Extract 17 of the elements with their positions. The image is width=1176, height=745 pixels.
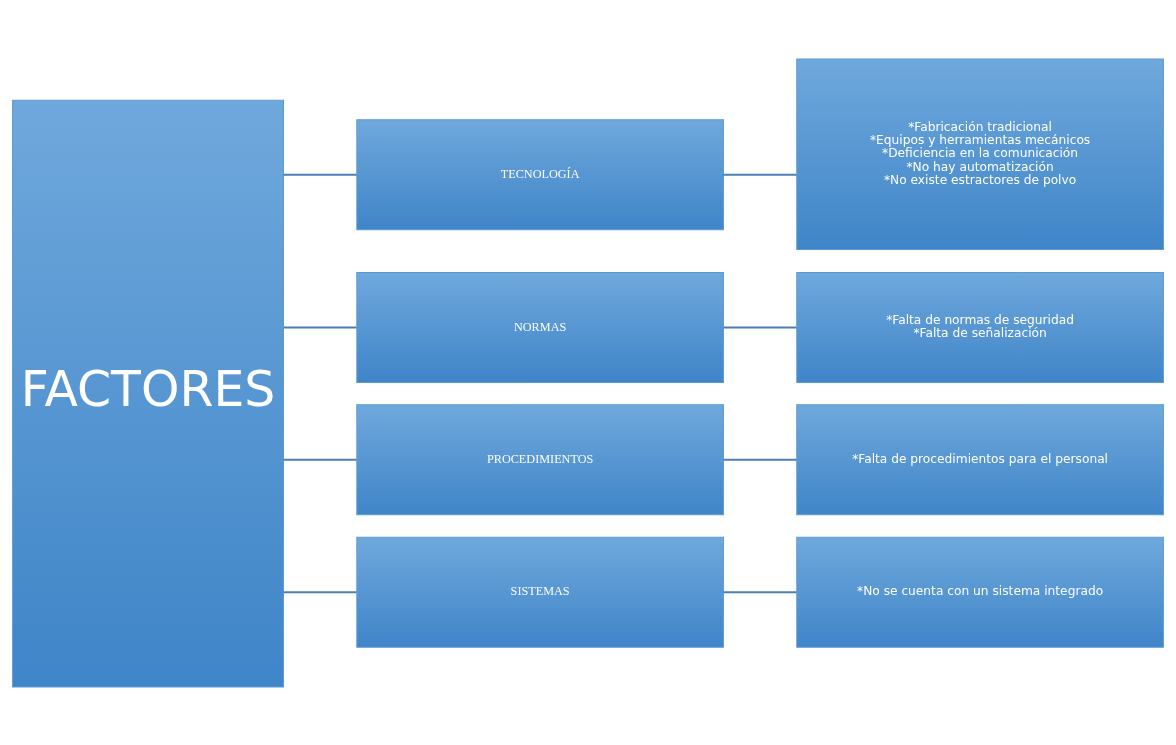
node-box: *Fabricación tradicional *Equipos y herramientas mecánicos *Deficiencia en la comunicación *No hay automatización *No existe estractores de polvo [796, 58, 1164, 250]
node-box: SISTEMAS [356, 536, 724, 648]
connector [283, 173, 357, 176]
node-box: NORMAS [356, 271, 724, 383]
node-box: TECNOLOGÍA [356, 118, 724, 230]
node-box: *No se cuenta con un sistema integrado [796, 536, 1164, 648]
node-box: *Falta de procedimientos para el personal [796, 403, 1164, 515]
connector [283, 325, 357, 328]
node-box: *Falta de normas de seguridad *Falta de señalización [796, 271, 1164, 383]
connector [283, 458, 357, 461]
node-box: PROCEDIMIENTOS [356, 403, 724, 515]
connector [283, 590, 357, 593]
connector [723, 173, 797, 176]
node-box: FACTORES [12, 99, 284, 687]
connector [723, 458, 797, 461]
connector [723, 590, 797, 593]
connector [723, 325, 797, 328]
